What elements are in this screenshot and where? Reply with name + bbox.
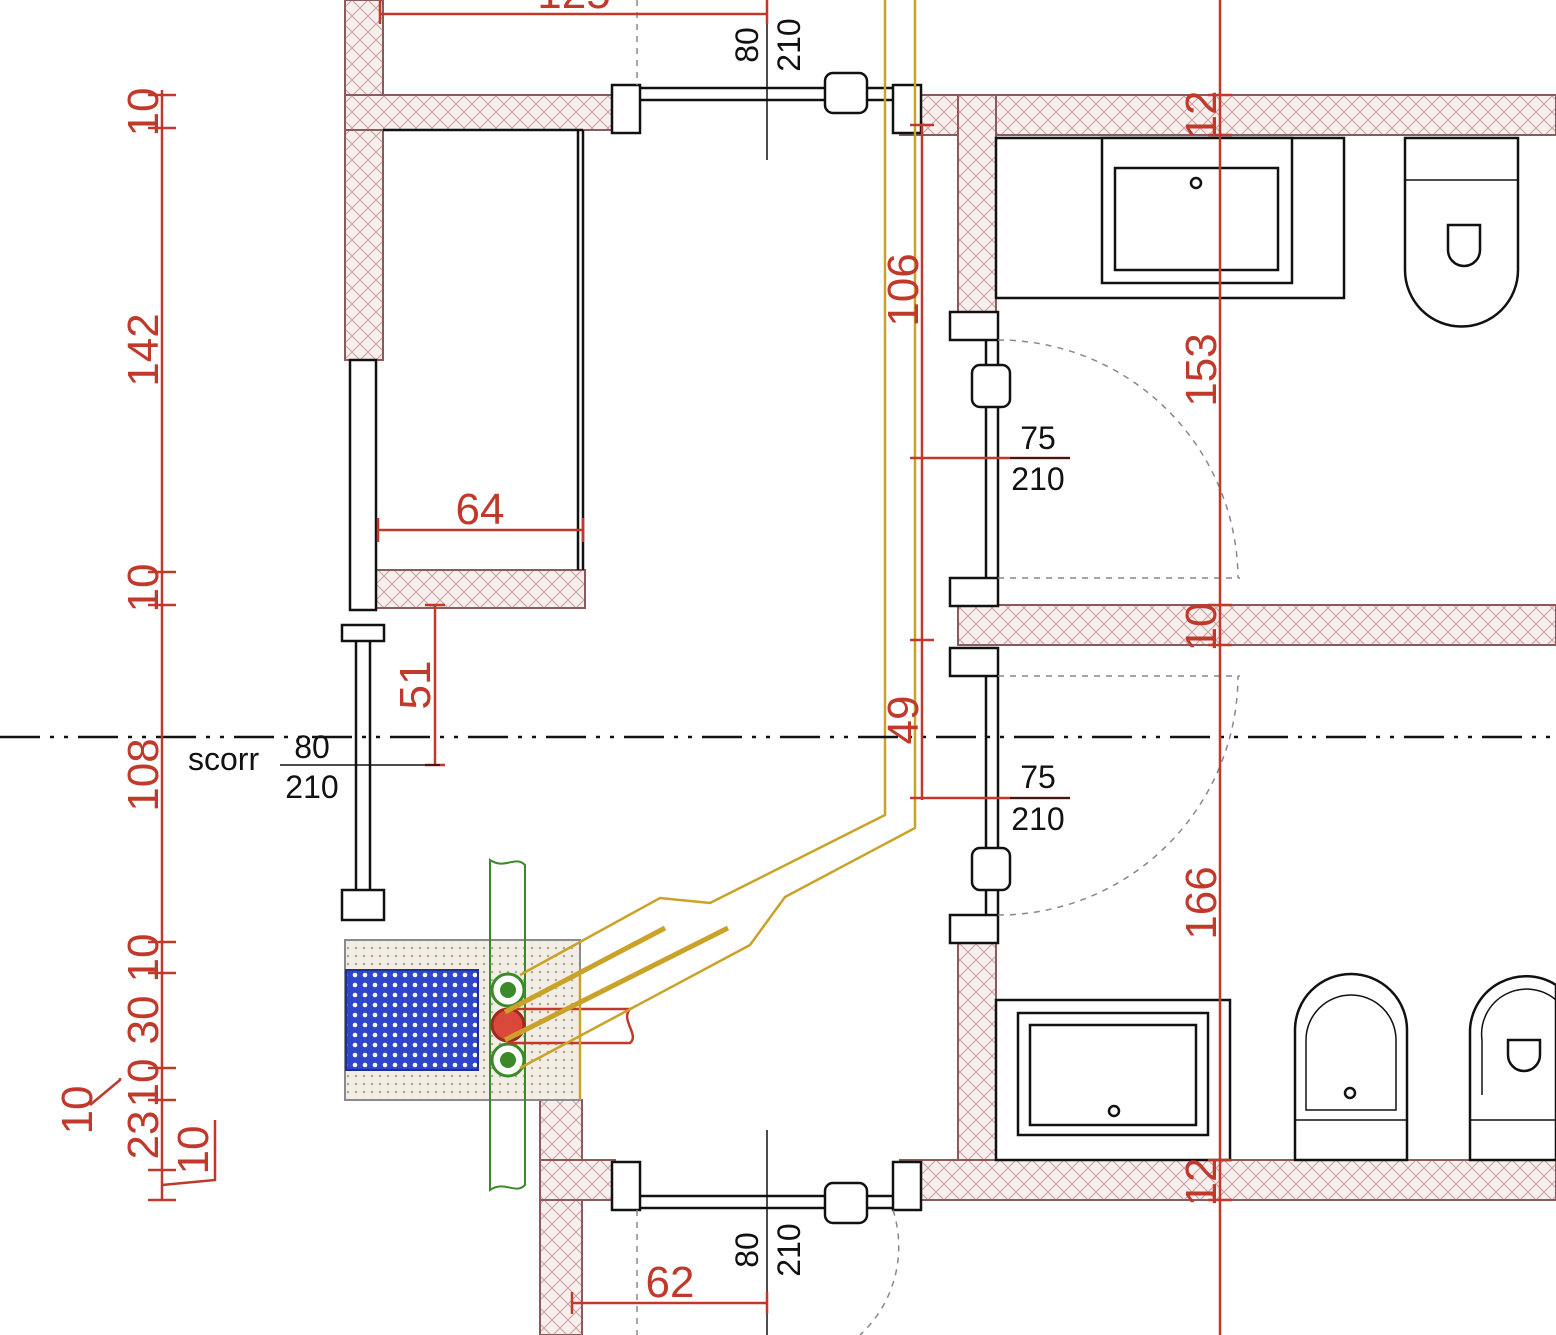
dim-label: 10 <box>119 1059 168 1108</box>
radiator <box>345 969 479 1071</box>
dim-label: 10 <box>119 564 168 613</box>
door-sliding-prefix: scorr <box>188 741 259 777</box>
dim-label: 108 <box>119 738 168 811</box>
water-pipe <box>489 858 526 1192</box>
door-sliding-width: 80 <box>294 729 330 765</box>
dim-bath-upper: 153 <box>1177 333 1226 406</box>
bath-door-upper <box>948 310 1240 608</box>
dim-corridor-upper: 106 <box>879 253 928 326</box>
door-top-width: 80 <box>729 27 765 63</box>
utilities <box>345 0 917 1192</box>
dim-bottom-width: 62 <box>646 1258 695 1307</box>
door-bath-upper-height: 210 <box>1011 461 1064 497</box>
wall-bath-left <box>957 94 997 316</box>
dim-bath-lower: 166 <box>1177 866 1226 939</box>
dim-label: 30 <box>119 996 168 1045</box>
dim-top-partial: 125 <box>537 0 610 18</box>
door-bath-upper-width: 75 <box>1020 420 1056 456</box>
closet <box>348 128 585 612</box>
dim-middle-wall: 10 <box>1177 603 1226 652</box>
sliding-door <box>340 623 386 922</box>
door-bottom-width: 80 <box>729 1232 765 1268</box>
left-dimension-labels: 10 142 10 108 10 30 10 10 23 10 <box>53 88 218 1175</box>
wall-bottom-left <box>539 1099 583 1335</box>
bathroom-fixtures <box>994 136 1556 1162</box>
dim-closet-depth: 51 <box>391 661 440 710</box>
dim-right-wall-top: 12 <box>1177 91 1226 140</box>
dim-label: 10 <box>169 1126 218 1175</box>
drain-icon <box>1189 176 1203 190</box>
door-bath-lower-height: 210 <box>1011 801 1064 837</box>
wall-bottom-stub <box>539 1159 616 1201</box>
wall-bath-left-lower <box>957 939 997 1171</box>
wall-right-top <box>899 94 1556 136</box>
bottom-door <box>610 1130 923 1335</box>
dim-label: 10 <box>119 934 168 983</box>
bidet <box>1293 972 1409 1162</box>
dim-corridor-lower: 49 <box>879 696 928 745</box>
drain-icon <box>1107 1104 1121 1118</box>
door-bottom-height: 210 <box>771 1223 807 1276</box>
wall-right-bottom <box>899 1159 1556 1201</box>
dim-label: 10 <box>53 1086 102 1135</box>
drain-icon <box>1343 1086 1357 1100</box>
door-top-height: 210 <box>771 18 807 71</box>
sliding-door-pocket <box>348 358 378 612</box>
dim-label: 10 <box>119 88 168 137</box>
bath-door-lower <box>948 646 1240 945</box>
dim-label: 142 <box>119 313 168 386</box>
dimension-labels: 125 64 51 106 49 62 12 153 10 166 12 <box>391 0 1226 1307</box>
wall-closet-bottom <box>374 569 586 609</box>
walls <box>344 0 1556 1335</box>
wall-middle <box>957 604 1556 646</box>
dimension-lines <box>89 0 1232 1335</box>
gas-line <box>519 0 917 1070</box>
wall-left-vertical <box>344 0 384 361</box>
door-sliding-height: 210 <box>285 769 338 805</box>
dim-right-wall-bottom: 12 <box>1177 1158 1226 1207</box>
door-labels: 80 210 scorr 80 210 75 210 75 210 80 210 <box>188 18 1065 1276</box>
door-bath-lower-width: 75 <box>1020 759 1056 795</box>
dim-closet-width: 64 <box>456 485 505 534</box>
wall-top-horizontal <box>344 94 616 131</box>
dim-label: 23 <box>119 1111 168 1160</box>
